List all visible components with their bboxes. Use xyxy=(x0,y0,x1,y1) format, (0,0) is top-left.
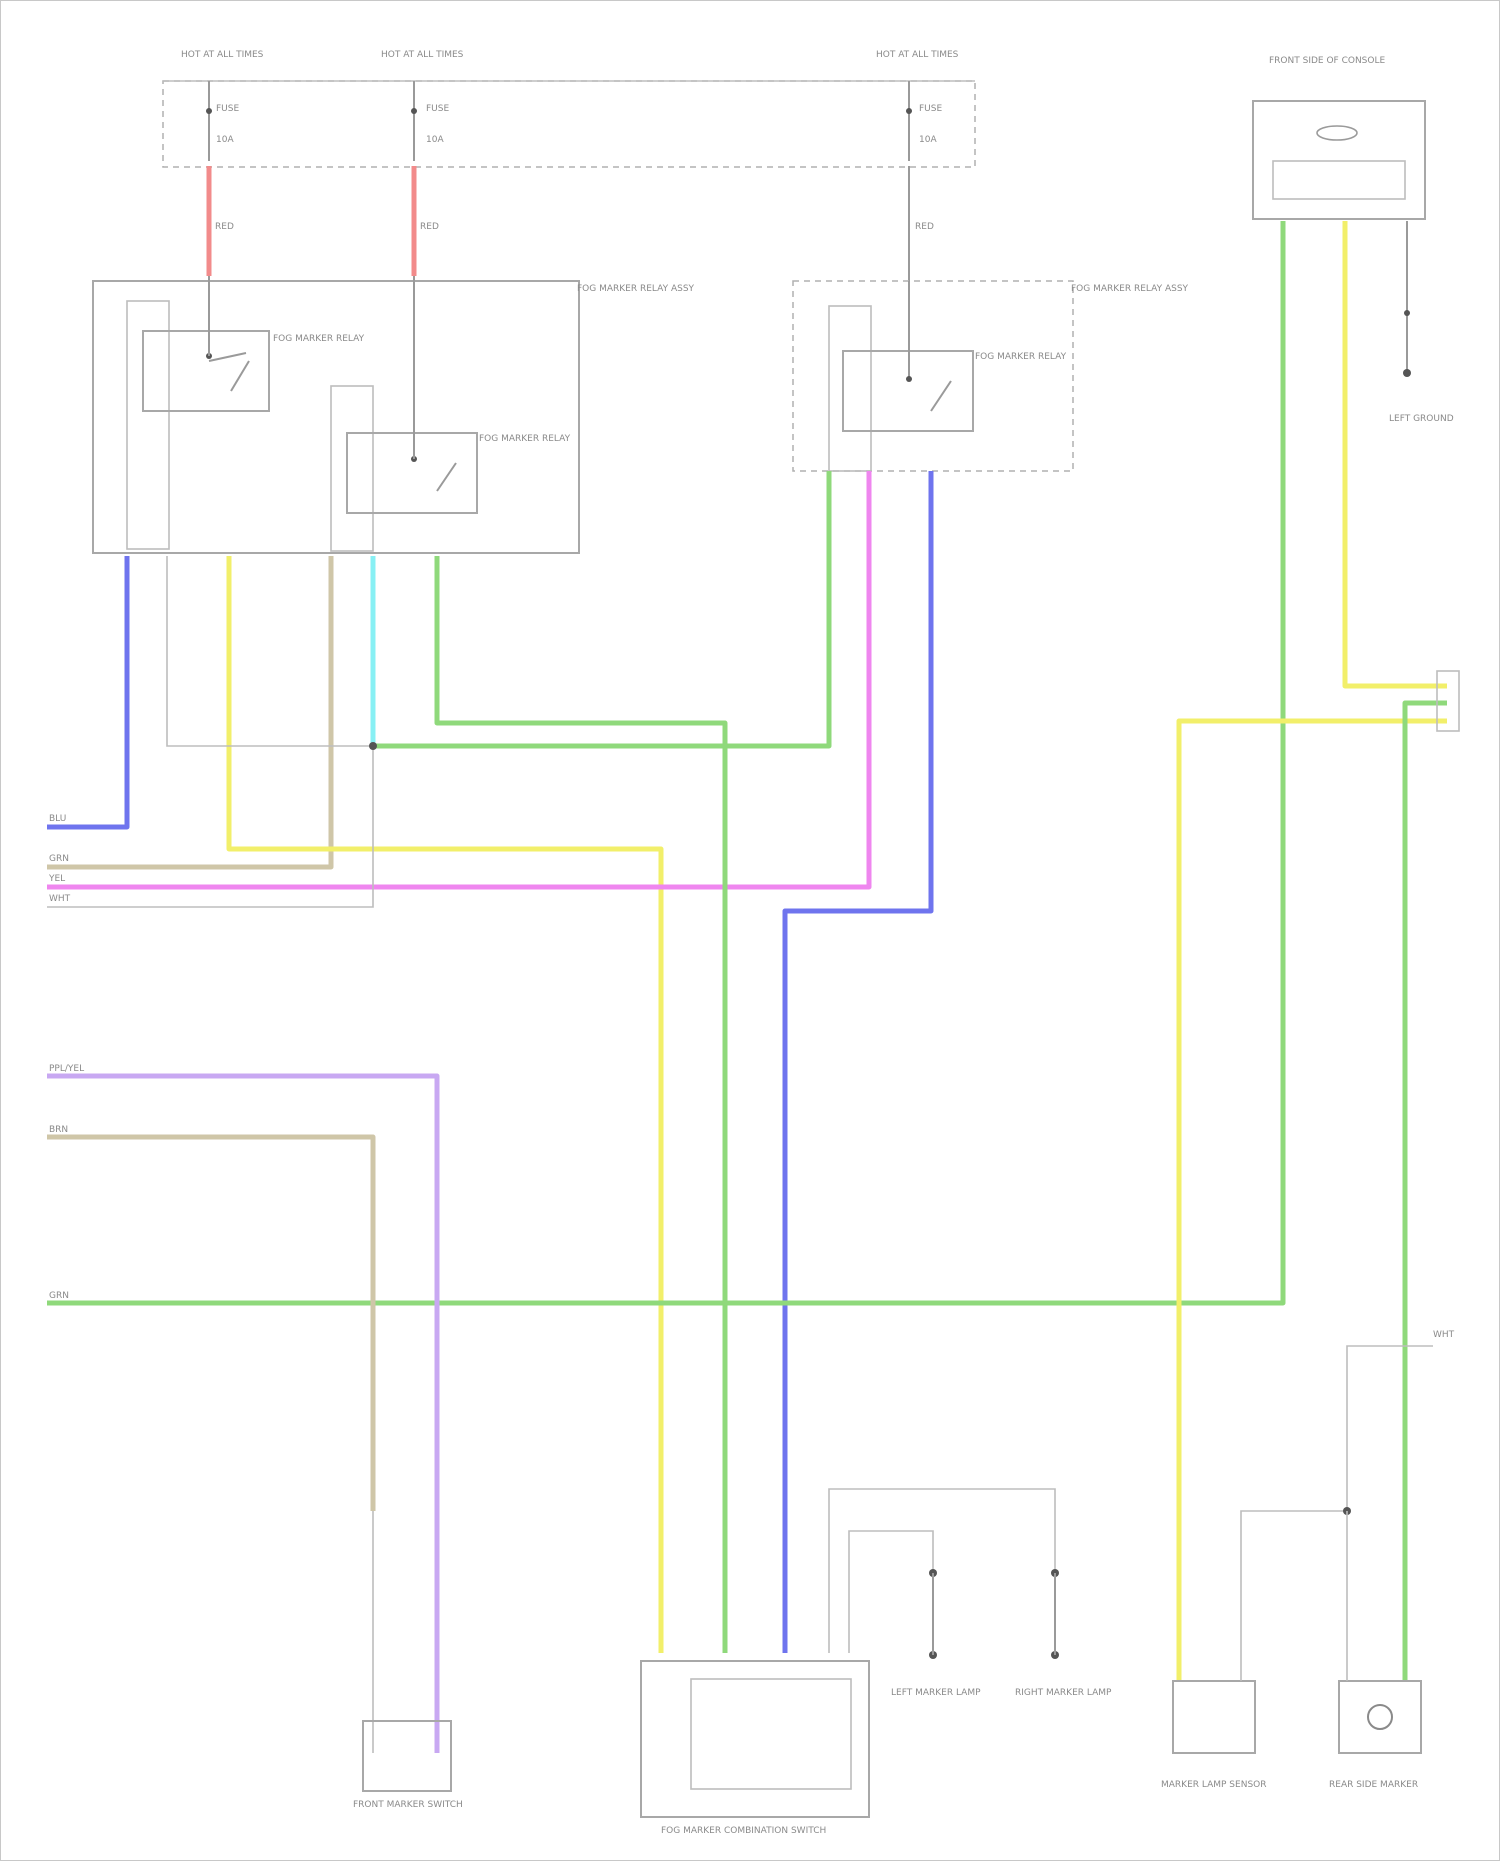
relay-b-label: FOG MARKER RELAY xyxy=(479,434,571,444)
wire-gray-lamp-left xyxy=(849,1531,933,1653)
fuse-3-dot xyxy=(906,108,912,114)
power-label-2: HOT AT ALL TIMES xyxy=(381,50,464,60)
ground-dot-1 xyxy=(1404,310,1410,316)
right-edge-label: WHT xyxy=(1433,1330,1455,1340)
wire-code-red-1: RED xyxy=(215,222,234,232)
fuse-amp-1: 10A xyxy=(216,135,234,145)
wire-code-red-2: RED xyxy=(420,222,439,232)
fuse-2-dot xyxy=(411,108,417,114)
relay-c-switch xyxy=(931,381,951,411)
combination-switch xyxy=(641,1661,869,1817)
marker-lamp-sensor xyxy=(1173,1681,1255,1753)
relay-a-outer xyxy=(127,301,169,549)
left-label-wht: WHT xyxy=(49,894,71,904)
wire-pink xyxy=(47,471,869,887)
relay-b-outer xyxy=(331,386,373,551)
wire-tan-lower xyxy=(47,1137,373,1511)
marker-lamp-sensor-label: MARKER LAMP SENSOR xyxy=(1161,1780,1267,1790)
wire-code-red-3: RED xyxy=(915,222,934,232)
fuse-amp-3: 10A xyxy=(919,135,937,145)
wire-blue-right xyxy=(785,471,931,1653)
right-marker-lamp-label: RIGHT MARKER LAMP xyxy=(1015,1688,1112,1698)
wire-yellow-right-top xyxy=(1345,221,1447,686)
power-label-1: HOT AT ALL TIMES xyxy=(181,50,264,60)
relay-a-contact xyxy=(209,353,246,361)
combination-switch-inner xyxy=(691,1679,851,1789)
fuse-amp-2: 10A xyxy=(426,135,444,145)
rear-side-marker xyxy=(1339,1681,1421,1753)
left-label-ppl: PPL/YEL xyxy=(49,1064,84,1074)
console-sensor-icon xyxy=(1317,126,1357,140)
left-label-brn: BRN xyxy=(49,1125,68,1135)
left-label-grn: GRN xyxy=(49,854,69,864)
fuse-1-dot xyxy=(206,108,212,114)
relay-c-label: FOG MARKER RELAY xyxy=(975,352,1067,362)
console-sensor-label: FRONT SIDE OF CONSOLE xyxy=(1269,56,1385,66)
wire-tan-left xyxy=(47,556,331,867)
fuse-label-2: FUSE xyxy=(426,104,449,114)
front-marker-switch-label: FRONT MARKER SWITCH xyxy=(353,1800,463,1810)
ground-label: LEFT GROUND xyxy=(1389,414,1454,424)
relay-c-outer xyxy=(829,306,871,471)
wire-blue-left xyxy=(47,556,127,827)
left-label-blu: BLU xyxy=(49,814,66,824)
combination-switch-label: FOG MARKER COMBINATION SWITCH xyxy=(661,1826,826,1836)
relay-c-dot xyxy=(906,376,912,382)
relay-a-label: FOG MARKER RELAY xyxy=(273,334,365,344)
console-sensor-outer xyxy=(1253,101,1425,219)
left-label-yel: YEL xyxy=(48,874,65,884)
console-sensor-inner xyxy=(1273,161,1405,199)
fuse-label-3: FUSE xyxy=(919,104,942,114)
wire-lavender xyxy=(47,1076,437,1753)
rear-side-marker-icon xyxy=(1368,1705,1392,1729)
wire-green-right-low xyxy=(1405,703,1447,1681)
wire-gray-relay-a xyxy=(167,556,373,746)
fuse-label-1: FUSE xyxy=(216,104,239,114)
relay-block-left xyxy=(93,281,579,553)
relay-block-right xyxy=(793,281,1073,471)
relay-block-left-label: FOG MARKER RELAY ASSY xyxy=(577,284,695,294)
power-label-3: HOT AT ALL TIMES xyxy=(876,50,959,60)
wire-green-right-long xyxy=(47,221,1283,1303)
relay-b-switch xyxy=(437,463,456,491)
relay-a xyxy=(143,331,269,411)
ground-dot-2 xyxy=(1403,369,1411,377)
junction-dot xyxy=(369,742,377,750)
fuse-block-outline xyxy=(163,81,975,167)
wire-gray-lamp-right xyxy=(829,1489,1055,1653)
left-label-grn2: GRN xyxy=(49,1291,69,1301)
left-marker-lamp-label: LEFT MARKER LAMP xyxy=(891,1688,981,1698)
relay-b xyxy=(347,433,477,513)
rear-side-marker-label: REAR SIDE MARKER xyxy=(1329,1780,1418,1790)
relay-a-switch xyxy=(231,361,249,391)
wire-green-relay xyxy=(437,556,725,1653)
relay-block-right-label: FOG MARKER RELAY ASSY xyxy=(1071,284,1189,294)
